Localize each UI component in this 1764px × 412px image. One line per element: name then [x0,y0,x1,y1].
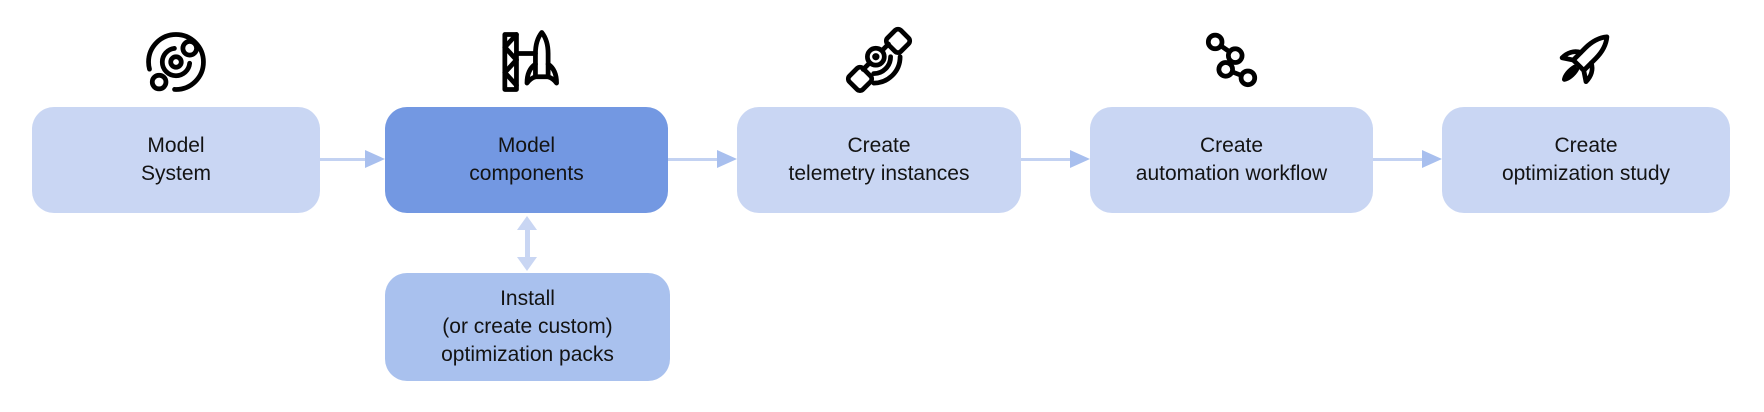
step-label: telemetry instances [788,162,970,185]
step-install-optimization-packs: Install (or create custom) optimization … [385,273,670,381]
arrow-shaft [668,157,717,161]
step-label: Create [1199,134,1264,157]
step-label: optimization packs [441,343,614,366]
step-label: System [140,162,211,185]
arrow-head [1070,150,1090,168]
rocket-icon [1548,24,1624,100]
orbit-icon [138,24,214,100]
arrow-right-icon [1373,149,1442,169]
workflow-nodes-icon [1193,24,1269,100]
arrow-right-icon [320,149,385,169]
arrow-head [717,150,737,168]
step-label: (or create custom) [442,315,613,338]
arrow-head [365,150,385,168]
step-label: Model [147,134,205,157]
step-label: Model [497,134,556,157]
step-create-automation-workflow: Create automation workflow [1090,107,1373,213]
arrow-right-icon [668,149,737,169]
step-label: automation workflow [1135,162,1328,185]
arrow-bidirectional-vertical-icon [515,216,539,271]
launchpad-rocket-icon [489,24,565,100]
step-label: optimization study [1501,162,1671,185]
step-model-components: Model components [385,107,668,213]
arrow-shaft [1021,157,1070,161]
step-label: components [469,162,584,185]
step-create-optimization-study: Create optimization study [1442,107,1730,213]
arrow-head-up [517,216,537,230]
arrow-right-icon [1021,149,1090,169]
arrow-head-down [517,257,537,271]
satellite-icon [841,24,917,100]
step-model-system: Model System [32,107,320,213]
step-label: Install [500,287,555,310]
step-label: Create [847,134,911,157]
step-create-telemetry-instances: Create telemetry instances [737,107,1021,213]
arrow-shaft [1373,157,1422,161]
arrow-head [1422,150,1442,168]
arrow-shaft [524,230,530,257]
step-label: Create [1554,134,1618,157]
arrow-shaft [320,157,365,161]
